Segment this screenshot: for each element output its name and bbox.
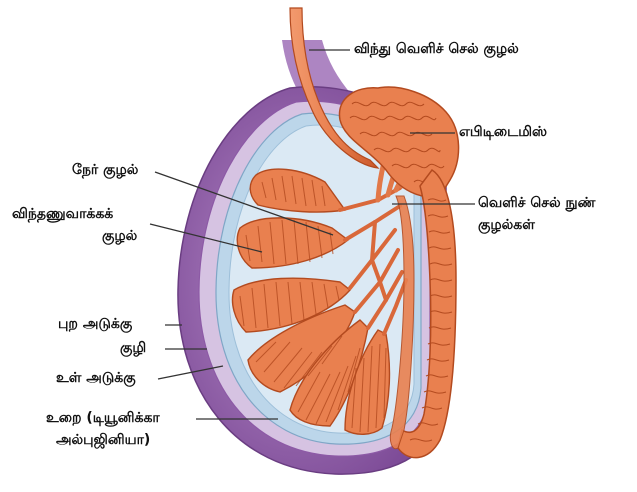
label-seminiferous-line1: விந்தணுவாக்கக் — [12, 205, 113, 224]
label-rete-tubule: நேர் குழல் — [72, 161, 138, 180]
label-efferent-line2: குழல்கள் — [478, 216, 535, 235]
label-vas-deferens: விந்து வெளிச் செல் குழல் — [354, 40, 519, 59]
label-seminiferous-line2: குழல் — [102, 227, 137, 246]
label-visceral-layer: உள் அடுக்கு — [56, 369, 136, 388]
label-efferent-line1: வெளிச் செல் நுண் — [478, 194, 595, 213]
label-parietal-layer: புற அடுக்கு — [58, 315, 132, 334]
label-epididymis: எபிடிடைமிஸ் — [459, 123, 547, 142]
label-tunica-line2: அல்புஜினியா) — [56, 431, 150, 450]
label-cavity: குழி — [120, 339, 146, 358]
label-tunica-line1: உறை (டியூனிக்கா — [46, 409, 160, 428]
